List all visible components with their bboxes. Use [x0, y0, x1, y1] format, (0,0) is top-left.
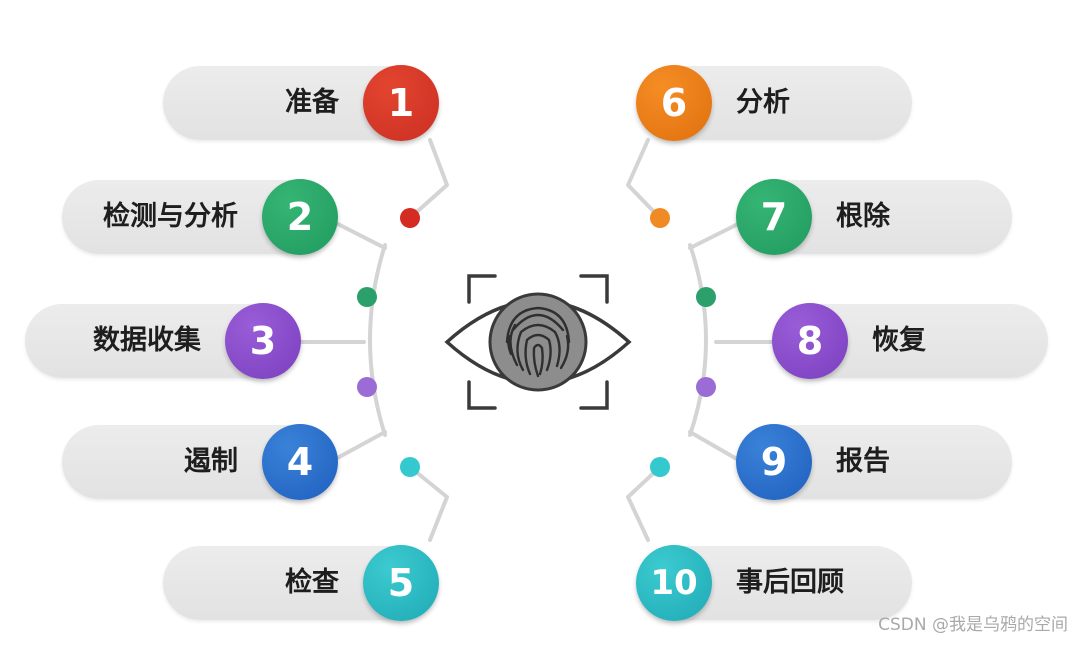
step-6: 6 分析 — [636, 65, 912, 141]
step-7: 7 根除 — [736, 179, 1012, 255]
right-arc — [688, 243, 708, 437]
connector-2 — [328, 218, 387, 250]
connector-5 — [408, 465, 449, 542]
dot-green-right — [696, 287, 716, 307]
dot-orange — [650, 208, 670, 228]
step-5-number: 5 — [363, 545, 439, 621]
step-6-label: 分析 — [736, 87, 790, 118]
step-10: 10 事后回顾 — [636, 545, 912, 621]
step-6-number: 6 — [636, 65, 712, 141]
dot-red — [400, 208, 420, 228]
step-8: 8 恢复 — [772, 303, 1048, 379]
dot-cyan-right — [650, 457, 670, 477]
fingerprint-eye-scan-icon — [444, 274, 632, 410]
step-4: 遏制 4 — [62, 424, 338, 500]
dot-purple-left — [357, 377, 377, 397]
step-10-number: 10 — [636, 545, 712, 621]
connector-4 — [328, 430, 387, 464]
step-9: 9 报告 — [736, 424, 1012, 500]
step-1: 准备 1 — [163, 65, 439, 141]
connector-7 — [688, 220, 744, 250]
watermark: CSDN @我是乌鸦的空间 — [878, 615, 1068, 635]
step-7-label: 根除 — [836, 201, 890, 232]
step-2-number: 2 — [262, 179, 338, 255]
connector-10 — [626, 465, 662, 542]
step-10-label: 事后回顾 — [736, 567, 844, 598]
step-5: 检查 5 — [163, 545, 439, 621]
dot-cyan-left — [400, 457, 420, 477]
left-arc — [368, 243, 387, 437]
step-1-label: 准备 — [285, 87, 339, 118]
dot-green-left — [357, 287, 377, 307]
step-2: 检测与分析 2 — [62, 179, 338, 255]
step-4-label: 遏制 — [184, 446, 238, 477]
step-8-number: 8 — [772, 303, 848, 379]
step-7-number: 7 — [736, 179, 812, 255]
step-4-number: 4 — [262, 424, 338, 500]
connector-9 — [688, 430, 744, 464]
step-9-label: 报告 — [836, 446, 890, 477]
step-9-number: 9 — [736, 424, 812, 500]
step-5-label: 检查 — [285, 567, 339, 598]
connector-1 — [408, 138, 449, 220]
dot-purple-right — [696, 377, 716, 397]
step-3-label: 数据收集 — [93, 325, 201, 356]
step-8-label: 恢复 — [872, 325, 926, 356]
step-3-number: 3 — [225, 303, 301, 379]
step-2-label: 检测与分析 — [103, 201, 238, 232]
step-1-number: 1 — [363, 65, 439, 141]
step-3: 数据收集 3 — [25, 303, 301, 379]
connector-6 — [626, 138, 662, 220]
